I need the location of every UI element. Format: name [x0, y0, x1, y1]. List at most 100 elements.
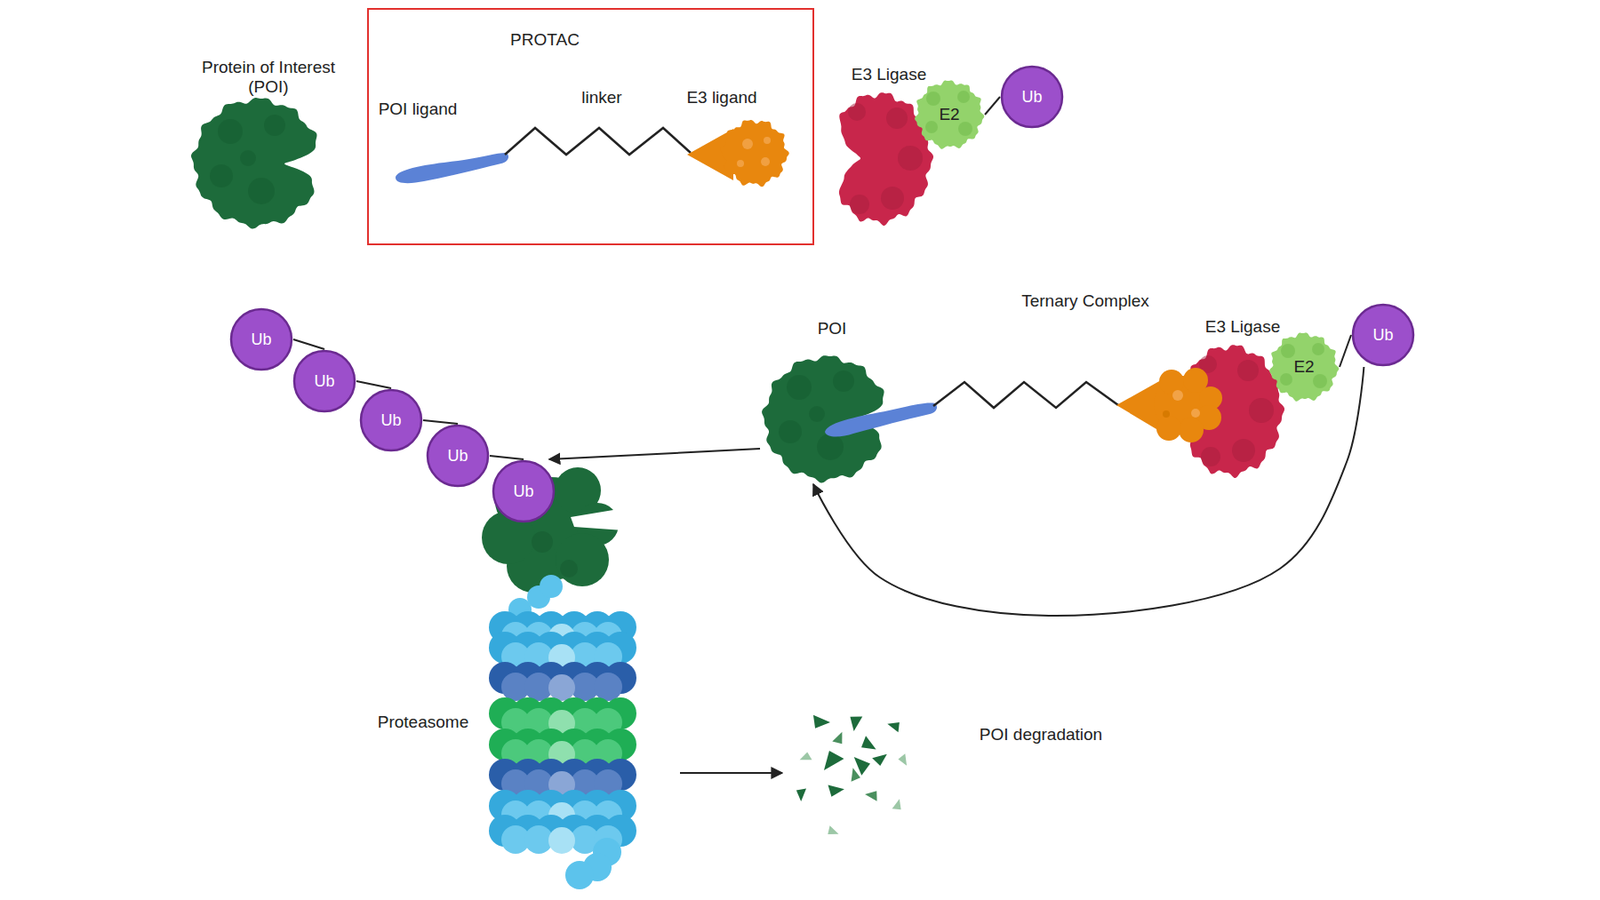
texture-dot: [1280, 373, 1293, 386]
ubiquitin-outline: [294, 351, 355, 412]
texture-dot: [786, 375, 812, 400]
e2-outline: [914, 80, 984, 150]
degradation-fragments-graphic: [782, 702, 1120, 845]
protein-fragment: [851, 768, 861, 782]
decor-shape: [570, 508, 624, 531]
texture-dot: [209, 164, 233, 188]
node-label: POI: [787, 319, 877, 339]
linker-chain: [933, 382, 1119, 408]
group-label: Ternary Complex: [987, 291, 1184, 312]
texture-dot: [897, 145, 923, 171]
decor-shape: [560, 560, 578, 578]
connector-line: [293, 339, 325, 350]
ubiquitin-label: Ub: [431, 446, 485, 466]
texture-dot: [248, 177, 275, 205]
decor-shape: [1191, 408, 1200, 418]
ubiquitin-circle: Ub: [229, 307, 294, 372]
ubiquitin-outline: [360, 390, 422, 451]
degradation-fragments: POI degradation: [782, 702, 1120, 845]
node-label: E2: [922, 104, 976, 125]
texture-dot: [832, 370, 855, 392]
texture-dot: [1237, 360, 1259, 382]
texture-dot: [808, 406, 825, 423]
texture-dot: [1280, 344, 1296, 359]
texture-dot: [760, 157, 770, 167]
ubiquitin-circle: Ub: [359, 388, 424, 453]
connector-arrow: [549, 448, 760, 460]
ubiquitin-circle: Ub: [1351, 303, 1416, 368]
node-label: Proteasome: [365, 712, 481, 733]
texture-dot: [926, 91, 941, 106]
protein-fragment: [832, 732, 842, 745]
ubiquitin-label: Ub: [1005, 87, 1059, 107]
node-label: E3 Ligase: [1189, 317, 1296, 337]
node-label: POI degradation: [956, 725, 1126, 745]
decor-shape: [1172, 390, 1184, 401]
proteasome-subunit: [548, 674, 576, 702]
protein-fragment: [849, 717, 863, 732]
protein-fragment: [864, 791, 878, 801]
ubiquitin-outline: [1001, 66, 1063, 128]
connector-arrow: [680, 772, 783, 775]
protac-box: PROTACPOI ligandlinkerE3 ligand: [367, 8, 815, 246]
protein-fragment: [872, 754, 888, 767]
protein-blob-graphic: [760, 315, 894, 485]
ligand-outline: [395, 152, 509, 184]
protein-blob: POI: [760, 315, 894, 485]
ubiquitin-label: Ub: [364, 410, 418, 431]
decor-shape: [1162, 410, 1170, 418]
protein-fragment: [887, 722, 900, 733]
protein-fragment: [796, 789, 807, 802]
linker-zigzag: [504, 128, 691, 155]
texture-dot: [742, 138, 753, 150]
ubiquitin-circle: Ub: [425, 424, 490, 488]
e2-enzyme: E2: [1268, 331, 1340, 403]
protein-fragment: [800, 752, 813, 761]
connector-line: [356, 381, 392, 389]
texture-dot: [1200, 447, 1221, 467]
ligase-outline: [1190, 344, 1285, 479]
decor-shape: [555, 533, 609, 587]
ubiquitin-label: Ub: [1356, 325, 1410, 345]
texture-dot: [848, 103, 866, 121]
ubiquitin-label: Ub: [297, 371, 352, 392]
texture-dot: [778, 420, 802, 444]
decor-shape: [531, 531, 553, 553]
texture-dot: [886, 107, 908, 129]
ubiquitin-outline: [231, 309, 292, 370]
ubiquitin-circle: Ub: [491, 459, 556, 524]
node-label: Protein of Interest (POI): [188, 57, 349, 97]
protein-fragment: [827, 825, 839, 835]
ubiquitin-label: Ub: [496, 481, 551, 502]
proteasome-graphic: [364, 577, 680, 894]
ligand-body: [720, 120, 790, 187]
protein-outline: [191, 97, 317, 229]
connector-line: [984, 96, 1000, 115]
texture-dot: [958, 121, 973, 136]
protein-fragment: [897, 753, 907, 767]
e3-ligand-shape: E3 ligand: [681, 86, 807, 189]
texture-dot: [264, 114, 286, 136]
node-label: POI ligand: [360, 99, 476, 120]
e2-enzyme: E2: [913, 79, 985, 151]
node-label: E2: [1277, 357, 1331, 377]
texture-dot: [1248, 398, 1274, 424]
connector-arrow: [813, 367, 1364, 616]
texture-dot: [217, 119, 243, 144]
texture-dot: [880, 186, 904, 210]
e2-outline: [1269, 333, 1339, 402]
protein-fragment: [827, 785, 844, 798]
ubiquitin-outline: [493, 461, 554, 522]
texture-dot: [957, 90, 970, 104]
e3-ligase: E3 LigaseE2: [822, 62, 956, 227]
texture-dot: [240, 150, 256, 167]
proteasome-tail: [565, 861, 594, 890]
texture-dot: [736, 160, 744, 168]
ubiquitin-circle: Ub: [1000, 64, 1064, 129]
ubiquitin-label: Ub: [234, 329, 288, 350]
proteasome-tail: [539, 575, 563, 599]
e3-ligand-shape: [1116, 368, 1223, 443]
node-label: E3 ligand: [672, 88, 771, 108]
